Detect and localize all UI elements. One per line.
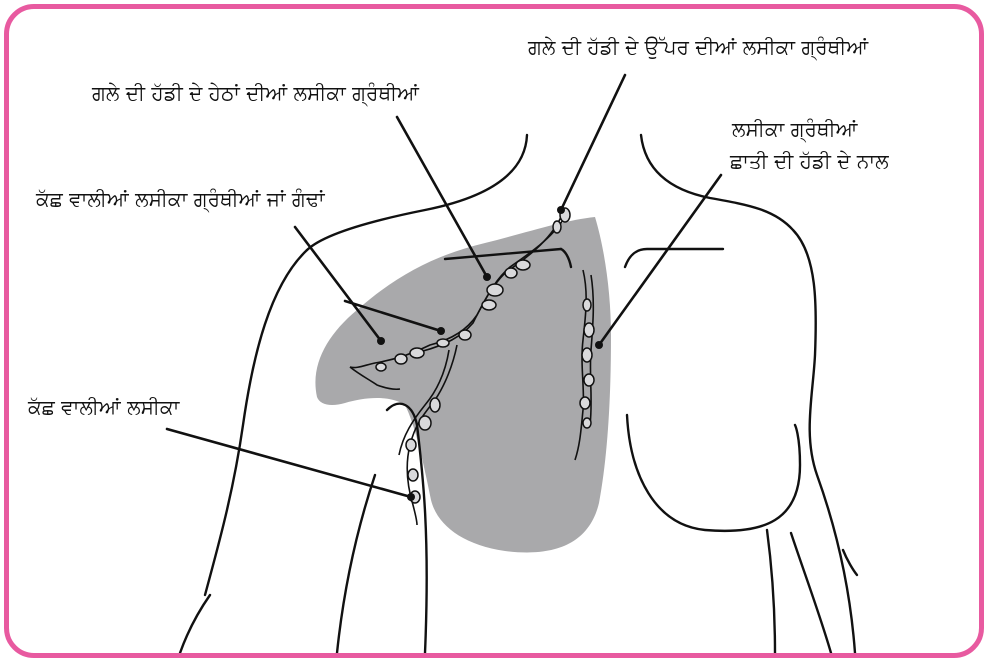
node: [584, 323, 594, 337]
leader-dot: [557, 206, 565, 214]
node: [583, 418, 591, 428]
torso-right-line: [767, 530, 775, 653]
label-axillary-lymph: ਕੱਛ ਵਾਲੀਆਂ ਲਸੀਕਾ: [28, 394, 179, 420]
leader-dot: [437, 327, 445, 335]
node: [505, 268, 517, 278]
node: [516, 260, 530, 270]
node: [408, 469, 418, 481]
node: [419, 416, 431, 430]
node: [553, 221, 561, 233]
node: [580, 397, 590, 409]
breast-right: [627, 415, 800, 531]
node: [406, 439, 416, 451]
leader-dot: [377, 337, 385, 345]
leader-axillary-nodes: [295, 227, 381, 341]
collarbone-right: [625, 249, 723, 267]
node: [430, 398, 440, 412]
shaded-lymph-region: [315, 217, 611, 552]
node: [583, 299, 591, 311]
label-internal-mammary-2: ਛਾਤੀ ਦੀ ਹੱਡੀ ਦੇ ਨਾਲ: [730, 148, 889, 174]
torso-right-line-2: [791, 533, 831, 653]
neck-right: [641, 135, 855, 653]
skin-fold: [843, 550, 857, 575]
label-internal-mammary-1: ਲਸੀਕਾ ਗ੍ਰੰਥੀਆਂ: [732, 116, 857, 142]
node: [482, 300, 496, 310]
label-infraclavicular: ਗਲੇ ਦੀ ਹੱਡੀ ਦੇ ਹੇਠਾਂ ਦੀਆਂ ਲਸੀਕਾ ਗ੍ਰੰਥੀਆਂ: [92, 80, 419, 106]
node: [487, 284, 503, 296]
label-axillary-nodes: ਕੱਛ ਵਾਲੀਆਂ ਲਸੀਕਾ ਗ੍ਰੰਥੀਆਂ ਜਾਂ ਗੰਢਾਂ: [36, 186, 325, 212]
node: [459, 330, 471, 340]
node: [582, 348, 592, 362]
leader-axillary-lymph: [167, 429, 411, 497]
shoulder-left: [205, 250, 307, 595]
leader-supraclavicular: [561, 75, 625, 210]
node: [584, 374, 594, 386]
node: [395, 354, 407, 364]
node: [410, 348, 424, 358]
leader-dot: [483, 273, 491, 281]
left-arm-lower: [180, 595, 210, 653]
node: [376, 363, 386, 371]
torso-left: [337, 475, 375, 653]
node: [437, 339, 449, 347]
leader-dot: [407, 493, 415, 501]
leader-dot: [595, 341, 603, 349]
label-supraclavicular: ਗਲੇ ਦੀ ਹੱਡੀ ਦੇ ਉੱਪਰ ਦੀਆਂ ਲਸੀਕਾ ਗ੍ਰੰਥੀਆਂ: [528, 34, 868, 60]
leader-internal-mammary: [599, 175, 721, 345]
